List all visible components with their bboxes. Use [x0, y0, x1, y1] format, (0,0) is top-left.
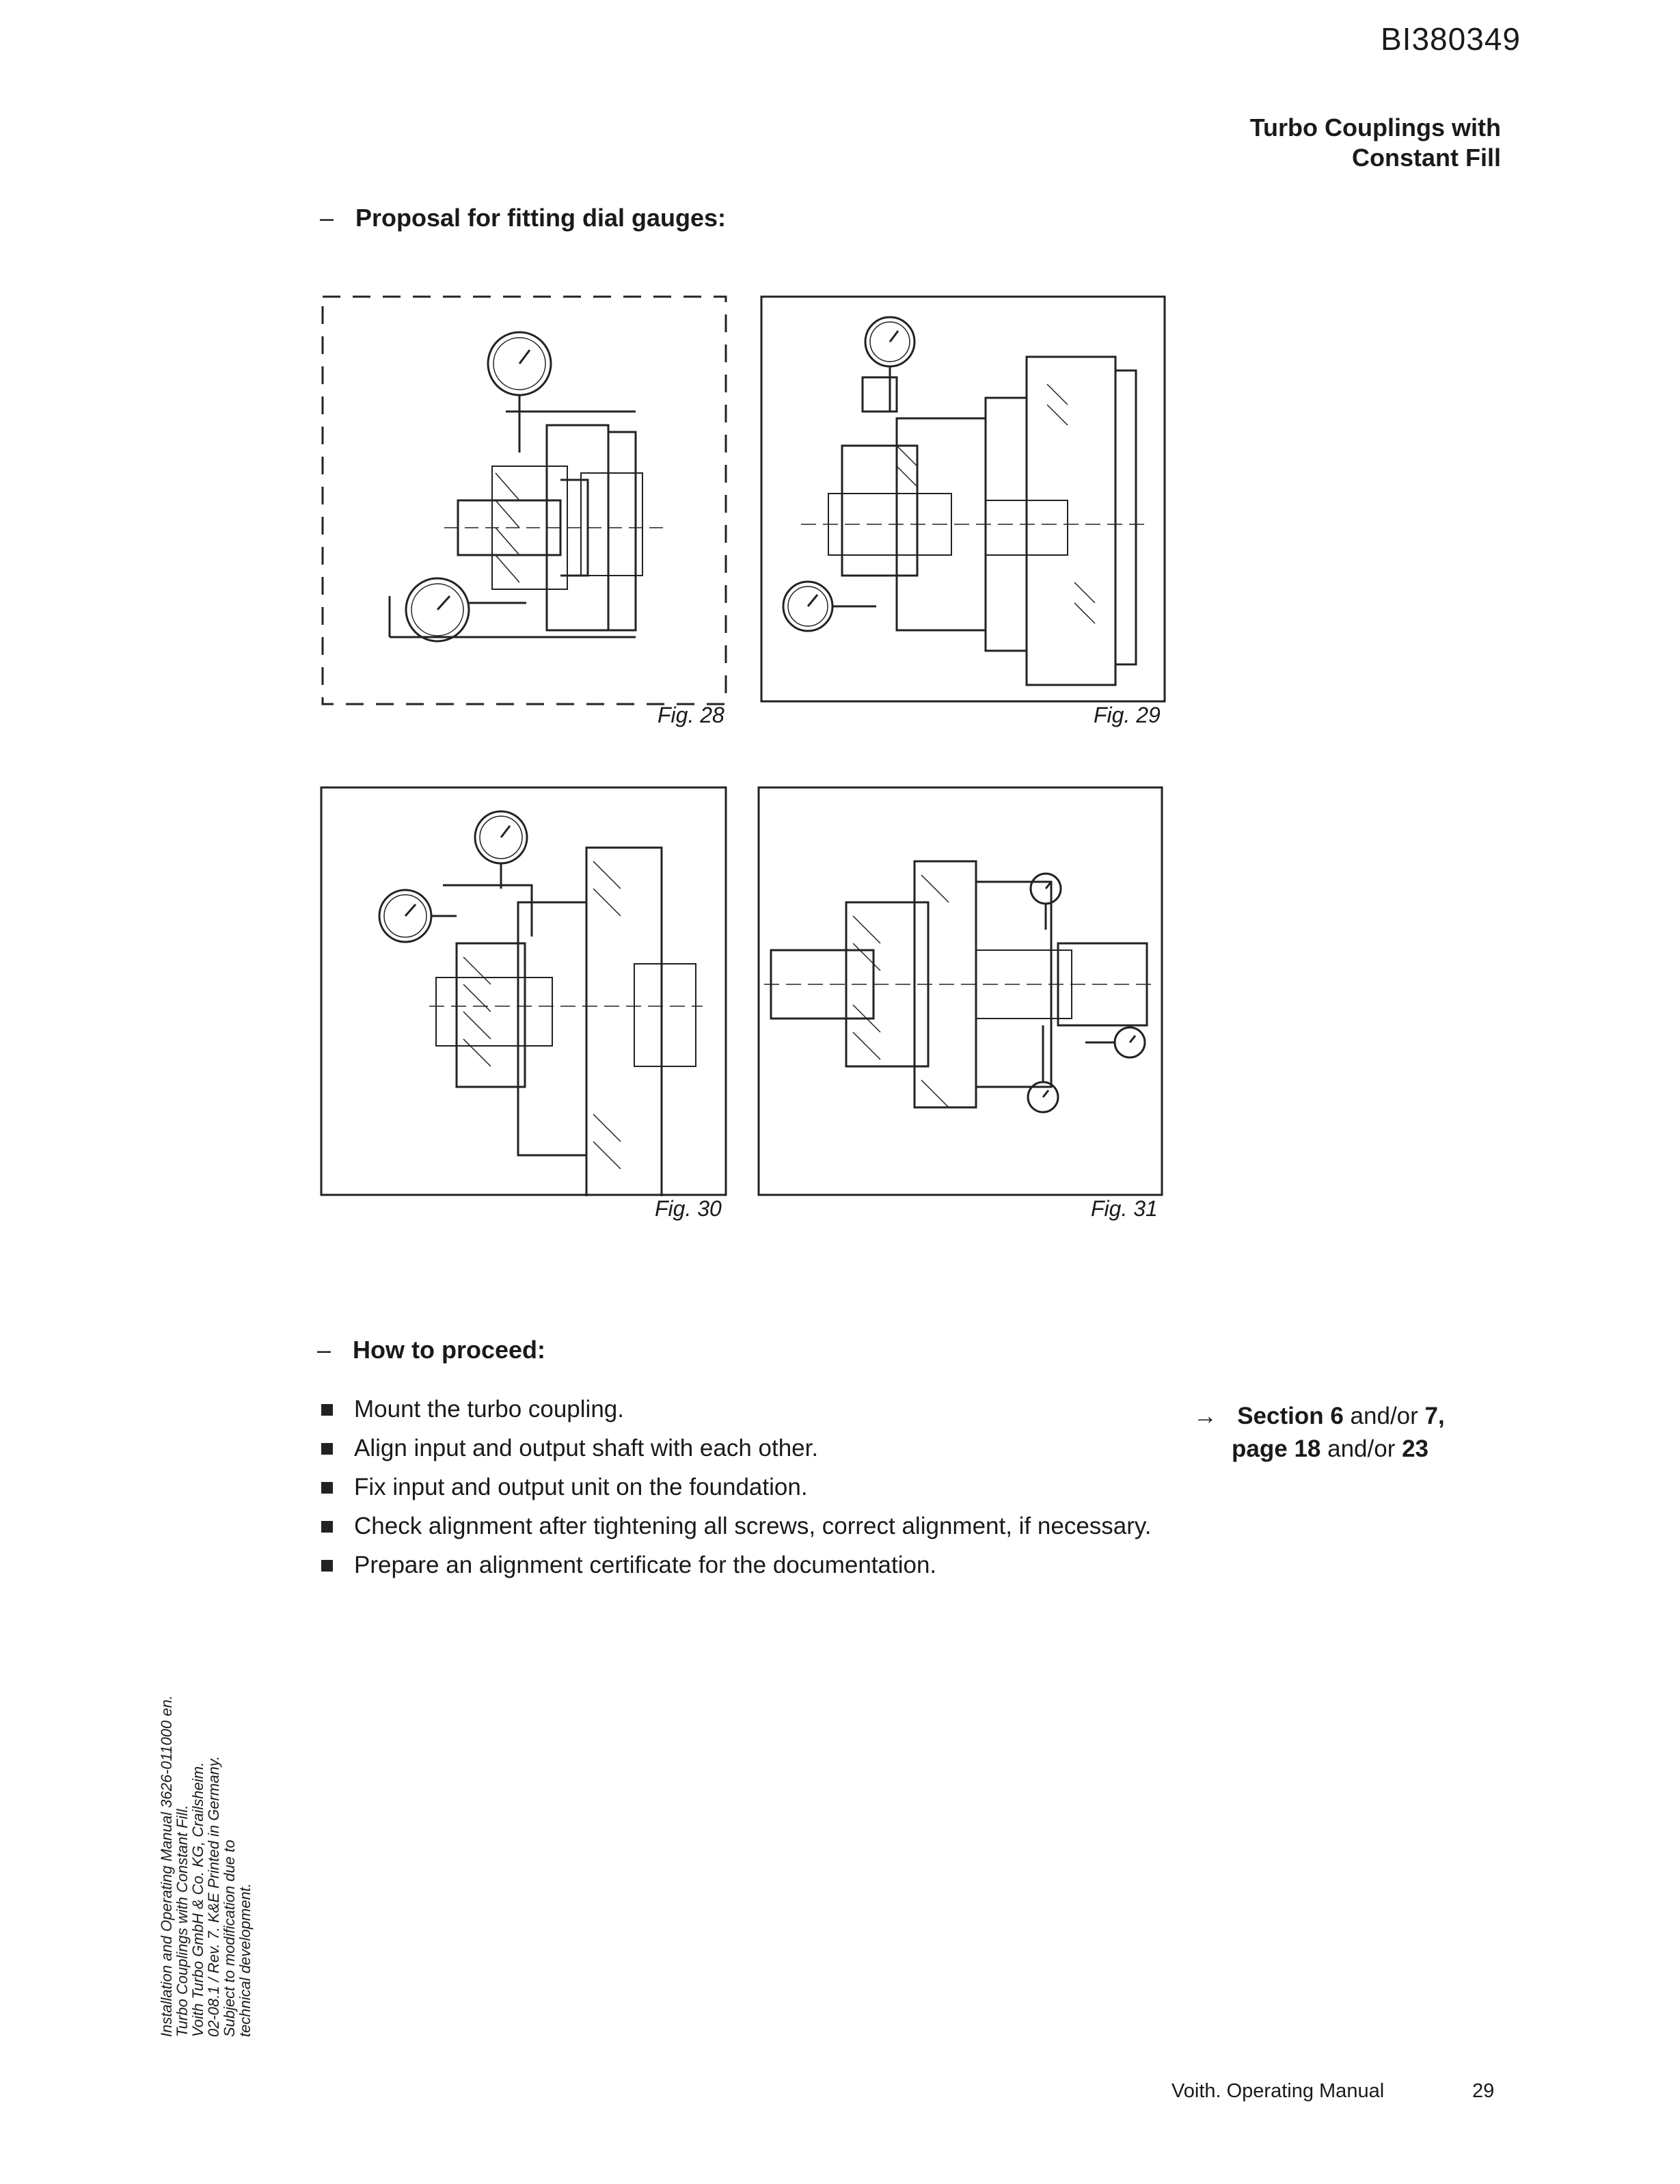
page-number: 29	[1472, 2080, 1495, 2102]
list-item: Check alignment after tightening all scr…	[319, 1511, 1159, 1541]
figure-caption: Fig. 30	[655, 1196, 722, 1221]
list-item: Prepare an alignment certificate for the…	[319, 1550, 1159, 1580]
document-title: Turbo Couplings with Constant Fill	[1250, 113, 1501, 173]
title-line-1: Turbo Couplings with	[1249, 113, 1501, 141]
imprint-sidebar: Installation and Operating Manual 3626-0…	[158, 1695, 254, 2037]
list-item: Fix input and output unit on the foundat…	[319, 1472, 1159, 1502]
cross-reference: → Section 6 and/or 7, page 18 and/or 23	[1193, 1400, 1445, 1466]
heading-text: Proposal for fitting dial gauges:	[355, 204, 727, 232]
square-bullet-icon	[321, 1404, 333, 1416]
figure-29-drawing	[760, 295, 1166, 703]
figure-30: Fig. 30	[320, 786, 729, 1221]
figure-caption: Fig. 28	[658, 703, 724, 727]
procedure-steps: Mount the turbo coupling. Align input an…	[319, 1394, 1159, 1589]
figure-28: Fig. 28	[321, 295, 727, 727]
figure-31: Fig. 31	[757, 786, 1163, 1221]
section-heading-how-to-proceed: –How to proceed:	[317, 1336, 545, 1364]
figure-29: Fig. 29	[760, 295, 1166, 727]
list-item: Mount the turbo coupling.	[319, 1394, 1159, 1425]
figure-31-drawing	[757, 786, 1163, 1196]
square-bullet-icon	[321, 1443, 333, 1455]
figure-caption: Fig. 31	[1091, 1196, 1158, 1221]
square-bullet-icon	[321, 1482, 333, 1494]
figure-30-drawing	[320, 786, 727, 1196]
heading-dash: –	[320, 204, 334, 232]
figure-caption: Fig. 29	[1094, 703, 1161, 727]
section-heading-dial-gauges: –Proposal for fitting dial gauges:	[320, 204, 726, 232]
square-bullet-icon	[321, 1521, 333, 1533]
cross-reference-line-2: page 18 and/or 23	[1232, 1435, 1429, 1462]
list-item: Align input and output shaft with each o…	[319, 1433, 1159, 1464]
cross-reference-line-1: → Section 6 and/or 7,	[1193, 1403, 1445, 1429]
arrow-right-icon: →	[1193, 1403, 1217, 1429]
title-line-2: Constant Fill	[1352, 144, 1501, 172]
figure-28-drawing	[321, 295, 727, 705]
square-bullet-icon	[321, 1560, 333, 1572]
document-id: BI380349	[1381, 21, 1521, 57]
heading-dash: –	[317, 1336, 331, 1364]
footer-label: Voith. Operating Manual	[1171, 2080, 1385, 2102]
heading-text: How to proceed:	[353, 1336, 546, 1364]
